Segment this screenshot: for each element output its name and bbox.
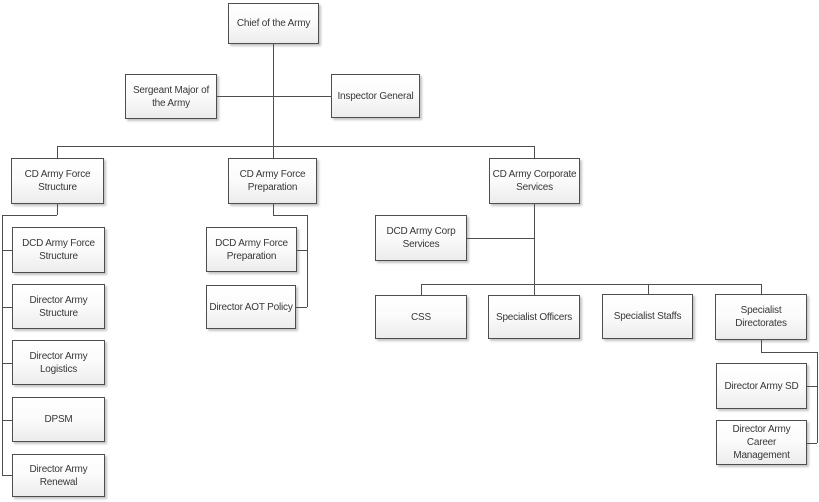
org-node-cd-army-force-preparation[interactable]: CD Army Force Preparation <box>228 158 317 204</box>
connector-segment <box>648 284 649 294</box>
org-node-label: DPSM <box>44 414 73 425</box>
connector-segment <box>761 352 817 353</box>
org-node-director-aot-policy[interactable]: Director AOT Policy <box>206 285 296 329</box>
org-node-director-army-structure[interactable]: Director Army Structure <box>12 284 105 329</box>
connector-segment <box>817 352 818 443</box>
org-node-director-army-renewal[interactable]: Director Army Renewal <box>12 454 105 497</box>
connector-segment <box>57 146 58 158</box>
org-node-label: Chief of the Army <box>236 18 311 29</box>
connector-segment <box>2 215 57 216</box>
org-node-director-army-sd[interactable]: Director Army SD <box>716 363 807 409</box>
org-node-dcd-army-corp-services[interactable]: DCD Army Corp Services <box>375 215 467 261</box>
org-node-css[interactable]: CSS <box>375 295 467 339</box>
connector-segment <box>57 204 58 215</box>
connector-segment <box>2 363 12 364</box>
connector-segment <box>2 250 12 251</box>
org-node-label: Director Army Structure <box>29 294 88 319</box>
connector-segment <box>534 146 535 158</box>
connector-segment <box>761 340 762 352</box>
org-node-chief-of-the-army[interactable]: Chief of the Army <box>228 3 319 44</box>
connector-segment <box>2 475 12 476</box>
connector-segment <box>297 250 307 251</box>
org-node-label: Specialist Directorates <box>735 305 787 329</box>
connector-segment <box>273 146 274 158</box>
org-node-label: CD Army Force Preparation <box>239 169 306 193</box>
org-node-label: Inspector General <box>337 90 414 102</box>
connector-segment <box>2 215 3 475</box>
connector-segment <box>273 215 307 216</box>
org-node-specialist-officers[interactable]: Specialist Officers <box>488 295 580 339</box>
org-node-dcd-army-force-structure[interactable]: DCD Army Force Structure <box>12 227 105 273</box>
org-node-label: Specialist Staffs <box>613 311 682 322</box>
org-node-label: Director Army Logistics <box>29 350 88 375</box>
org-node-cd-army-force-structure[interactable]: CD Army Force Structure <box>11 158 104 204</box>
org-node-director-army-career-management[interactable]: Director Army Career Management <box>716 420 807 465</box>
connector-segment <box>761 284 762 294</box>
org-node-specialist-directorates[interactable]: Specialist Directorates <box>715 294 807 340</box>
connector-segment <box>273 204 274 215</box>
connector-segment <box>296 307 307 308</box>
connector-segment <box>57 146 534 147</box>
org-node-cd-army-corporate-services[interactable]: CD Army Corporate Services <box>489 158 580 204</box>
org-node-dpsm[interactable]: DPSM <box>12 397 105 442</box>
connector-segment <box>307 215 308 307</box>
connector-segment <box>2 420 12 421</box>
org-node-label: CD Army Corporate Services <box>492 169 577 193</box>
org-node-sergeant-major-of-the-army[interactable]: Sergeant Major of the Army <box>125 74 217 119</box>
org-node-label: DCD Army Corp Services <box>386 226 456 250</box>
org-node-label: CSS <box>411 311 431 323</box>
org-node-label: Director Army Renewal <box>29 463 88 488</box>
connector-segment <box>421 284 422 295</box>
connector-segment <box>421 284 761 285</box>
org-node-dcd-army-force-preparation[interactable]: DCD Army Force Preparation <box>206 227 297 272</box>
connector-segment <box>807 443 817 444</box>
org-node-label: DCD Army Force Structure <box>22 238 95 262</box>
org-node-label: DCD Army Force Preparation <box>215 237 288 262</box>
connector-segment <box>467 238 534 239</box>
connector-segment <box>273 44 274 146</box>
connector-segment <box>534 204 535 295</box>
org-node-label: Specialist Officers <box>495 311 573 323</box>
org-node-inspector-general[interactable]: Inspector General <box>331 74 420 118</box>
org-node-label: CD Army Force Structure <box>24 169 91 193</box>
connector-segment <box>217 96 331 97</box>
connector-segment <box>807 386 817 387</box>
org-node-label: Director Army SD <box>724 380 799 392</box>
org-node-label: Sergeant Major of the Army <box>132 84 210 109</box>
org-node-specialist-staffs[interactable]: Specialist Staffs <box>602 294 693 339</box>
org-node-label: Director Army Career Management <box>732 424 791 461</box>
org-node-director-army-logistics[interactable]: Director Army Logistics <box>12 340 105 385</box>
connector-segment <box>2 307 12 308</box>
org-node-label: Director AOT Policy <box>209 301 293 313</box>
